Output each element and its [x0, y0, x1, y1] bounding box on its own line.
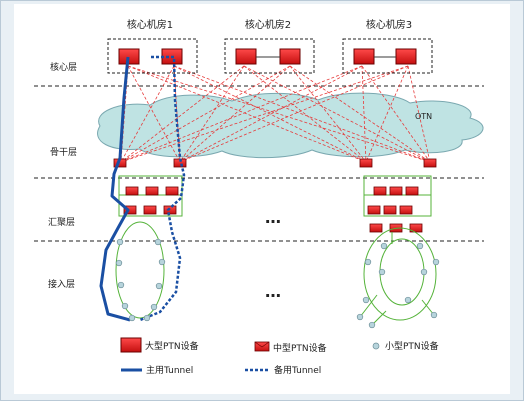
room-label-2: 核心机房2 [245, 18, 291, 31]
core-room-box-2 [224, 38, 315, 74]
ellipsis-aggregation: … [265, 208, 281, 227]
layer-label-access: 接入层 [48, 278, 75, 290]
large-device [353, 48, 375, 65]
large-device [118, 48, 140, 65]
small-device [420, 268, 428, 276]
core-room-box-1 [107, 38, 198, 74]
legend-primary-label: 主用Tunnel [146, 364, 193, 376]
large-device [395, 48, 417, 65]
small-devices-right [356, 242, 440, 329]
medium-device [389, 186, 403, 196]
small-device [150, 303, 158, 311]
medium-device [373, 186, 387, 196]
small-device [432, 258, 440, 266]
access-ring-left [115, 221, 165, 319]
primary-tunnel [99, 56, 131, 322]
legend-small-swatch [372, 342, 380, 350]
legend-medium-swatch [254, 341, 270, 352]
room-label-1: 核心机房1 [127, 18, 173, 31]
medium-device [359, 158, 373, 168]
legend-small-label: 小型PTN设备 [385, 340, 439, 352]
small-device [404, 296, 412, 304]
otn-label: OTN [415, 112, 432, 121]
medium-devices [113, 158, 437, 233]
diagram-canvas [14, 4, 510, 394]
small-device [115, 259, 123, 267]
core-room-box-3 [342, 38, 433, 74]
legend-backup-label: 备用Tunnel [274, 364, 321, 376]
small-device [158, 258, 166, 266]
small-device [117, 281, 125, 289]
small-device [128, 314, 136, 322]
legend-large-label: 大型PTN设备 [145, 340, 199, 352]
medium-device [145, 186, 159, 196]
aggregation-ring-right [363, 175, 432, 217]
legend-large-swatch [120, 337, 142, 353]
small-device [356, 313, 364, 321]
medium-device [123, 205, 137, 215]
small-device [378, 268, 386, 276]
backup-tunnel [139, 55, 186, 322]
medium-device [399, 205, 413, 215]
small-device [154, 238, 162, 246]
small-device [430, 311, 438, 319]
access-ring-right [359, 227, 437, 326]
small-device [364, 258, 372, 266]
medium-device [367, 205, 381, 215]
ellipsis-access: … [265, 282, 281, 301]
core-room-boxes [107, 38, 433, 74]
medium-device [163, 205, 177, 215]
medium-device [143, 205, 157, 215]
small-devices-left [115, 238, 166, 322]
large-devices [118, 48, 417, 65]
layer-label-core: 核心层 [50, 61, 77, 73]
small-device [380, 242, 388, 250]
layer-label-aggregation: 汇聚层 [48, 217, 75, 228]
medium-device [369, 223, 383, 233]
small-device [362, 296, 370, 304]
medium-device [165, 186, 179, 196]
legend-medium-label: 中型PTN设备 [273, 342, 327, 354]
room-label-3: 核心机房3 [366, 18, 412, 31]
small-device [143, 314, 151, 322]
medium-device [423, 158, 437, 168]
medium-device [125, 186, 139, 196]
large-device [235, 48, 257, 65]
small-device [121, 302, 129, 310]
medium-device [383, 205, 397, 215]
small-device [416, 242, 424, 250]
layer-label-backbone: 骨干层 [50, 147, 77, 158]
medium-device [409, 223, 423, 233]
small-device [116, 238, 124, 246]
small-device [155, 282, 163, 290]
medium-device [405, 186, 419, 196]
small-device [368, 321, 376, 329]
legend: 大型PTN设备 中型PTN设备 小型PTN设备 主用Tunnel 备用Tunne… [120, 337, 439, 376]
large-device [279, 48, 301, 65]
